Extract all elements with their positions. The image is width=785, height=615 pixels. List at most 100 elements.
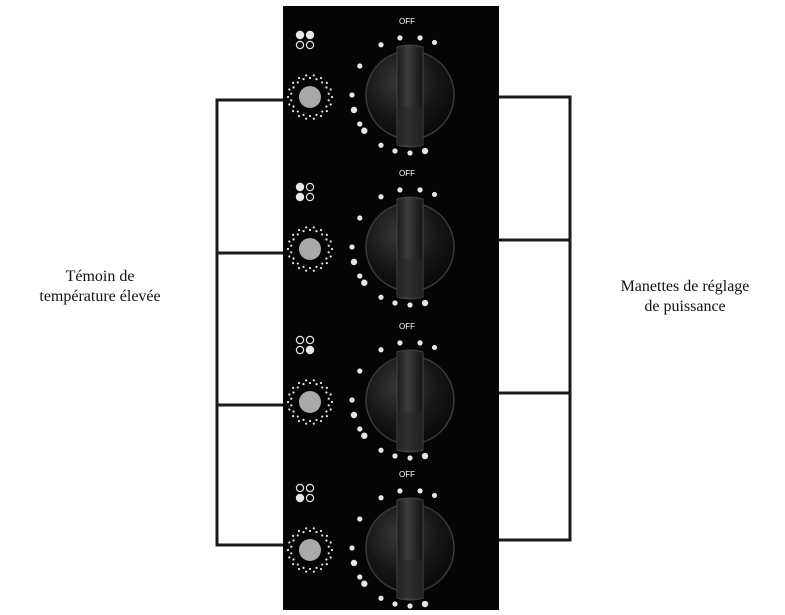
power-level-dot bbox=[417, 35, 423, 41]
lamp-ring-dot bbox=[315, 531, 318, 534]
power-level-dot bbox=[397, 35, 403, 41]
power-level-dot bbox=[378, 294, 384, 300]
lamp-ring-dot bbox=[296, 81, 299, 84]
zone-indicator-icon bbox=[295, 182, 315, 202]
lamp-ring-dot bbox=[321, 81, 324, 84]
lamp-ring-dot bbox=[302, 418, 305, 421]
power-level-dot bbox=[407, 302, 413, 308]
zone-dot bbox=[305, 345, 315, 355]
lamp-ring-dot bbox=[329, 103, 332, 106]
lamp-ring-dot bbox=[319, 567, 323, 571]
lamp-ring-dot bbox=[292, 81, 295, 84]
lamp-ring-dot bbox=[312, 570, 315, 573]
lamp-ring-dot bbox=[305, 74, 308, 77]
high-temp-indicator-lamp bbox=[286, 226, 334, 272]
power-level-dot bbox=[407, 603, 413, 609]
zone-dot bbox=[305, 40, 315, 50]
lamp-ring-dot bbox=[292, 86, 295, 89]
lamp-ring-dot bbox=[292, 391, 295, 394]
power-level-dot bbox=[361, 279, 368, 286]
knob-unit-2: OFF bbox=[286, 169, 455, 308]
lamp-ring-dot bbox=[290, 404, 293, 407]
lamp-ring-dot bbox=[290, 251, 293, 254]
power-level-dot bbox=[431, 39, 438, 46]
lamp-ring-dot bbox=[290, 552, 293, 555]
lamp-ring-dot bbox=[288, 88, 291, 91]
power-level-dot bbox=[357, 574, 363, 580]
lamp-ring-dot bbox=[315, 418, 318, 421]
lamp-ring-dot bbox=[296, 110, 299, 113]
power-level-dot bbox=[378, 142, 384, 148]
lamp-ring-dot bbox=[296, 386, 299, 389]
lamp-ring-dot bbox=[327, 552, 330, 555]
lamp-ring-dot bbox=[329, 240, 332, 243]
power-level-dot bbox=[392, 148, 398, 154]
power-level-dot bbox=[417, 187, 423, 193]
lamp-ring-dot bbox=[297, 114, 301, 118]
lamp-ring-dot bbox=[312, 226, 315, 229]
lamp-ring-dot bbox=[325, 391, 328, 394]
lamp-ring-dot bbox=[297, 76, 301, 80]
lamp-ring-dot bbox=[319, 76, 323, 80]
high-temp-indicator-lamp bbox=[286, 527, 334, 573]
zone-indicator-icon bbox=[295, 30, 315, 50]
lamp-ring-dot bbox=[329, 556, 332, 559]
lamp-ring-dot bbox=[321, 262, 324, 265]
knob-unit-1: OFF bbox=[286, 17, 455, 156]
lamp-ring-dot bbox=[312, 117, 315, 120]
power-level-dot bbox=[357, 121, 363, 127]
power-level-dot bbox=[349, 92, 355, 98]
lamp-ring-dot bbox=[325, 539, 328, 542]
lamp-ring-dot bbox=[325, 105, 328, 108]
lamp-ring-dot bbox=[327, 545, 330, 548]
power-level-dot bbox=[350, 411, 358, 419]
left-callout-bracket bbox=[215, 98, 283, 547]
lamp-ring-dot bbox=[319, 381, 323, 385]
power-level-dot bbox=[431, 344, 438, 351]
lamp-ring-dot bbox=[292, 415, 295, 418]
lamp-ring-dot bbox=[296, 262, 299, 265]
lamp-ring-dot bbox=[327, 92, 330, 95]
lamp-ring-dot bbox=[286, 400, 290, 404]
knob-grip-shade bbox=[397, 560, 423, 598]
lamp-ring-dot bbox=[302, 230, 305, 233]
lamp-ring-dot bbox=[297, 529, 301, 533]
lamp-ring-dot bbox=[288, 541, 291, 544]
lamp-ring-dot bbox=[308, 419, 312, 423]
lamp-ring-dot bbox=[305, 226, 308, 229]
lamp-ring-dot bbox=[288, 408, 291, 411]
lamp-ring-dot bbox=[325, 86, 328, 89]
lamp-ring-dot bbox=[308, 381, 312, 385]
power-level-dot bbox=[378, 595, 384, 601]
lamp-ring-dot bbox=[327, 244, 330, 247]
lamp-ring-dot bbox=[325, 558, 328, 561]
lamp-ring-dot bbox=[302, 113, 305, 116]
lamp-ring-dot bbox=[321, 563, 324, 566]
lamp-ring-dot bbox=[325, 386, 328, 389]
lamp-ring-dot bbox=[315, 113, 318, 116]
lamp-ring-dot bbox=[319, 228, 323, 232]
zone-indicator-icon bbox=[295, 335, 315, 355]
lamp-ring-dot bbox=[292, 105, 295, 108]
power-level-dot bbox=[407, 455, 413, 461]
lamp-ring-dot bbox=[325, 262, 328, 265]
lamp-ring-dot bbox=[321, 110, 324, 113]
power-level-dot bbox=[397, 488, 403, 494]
lamp-ring-dot bbox=[325, 233, 328, 236]
lamp-ring-dot bbox=[292, 534, 295, 537]
right-callout-bracket bbox=[499, 95, 572, 542]
power-level-dot bbox=[357, 516, 363, 522]
lamp-ring-dot bbox=[308, 266, 312, 270]
lamp-ring-dot bbox=[327, 404, 330, 407]
lamp-ring-dot bbox=[297, 266, 301, 270]
lamp-ring-dot bbox=[305, 570, 308, 573]
lamp-ring-dot bbox=[319, 266, 323, 270]
lamp-ring-dot bbox=[308, 114, 312, 118]
lamp-center bbox=[299, 539, 321, 561]
lamp-ring-dot bbox=[290, 99, 293, 102]
power-level-dot bbox=[421, 299, 429, 307]
lamp-center bbox=[299, 86, 321, 108]
lamp-ring-dot bbox=[296, 233, 299, 236]
label-left-line1: Témoin de bbox=[65, 268, 135, 285]
lamp-ring-dot bbox=[288, 103, 291, 106]
